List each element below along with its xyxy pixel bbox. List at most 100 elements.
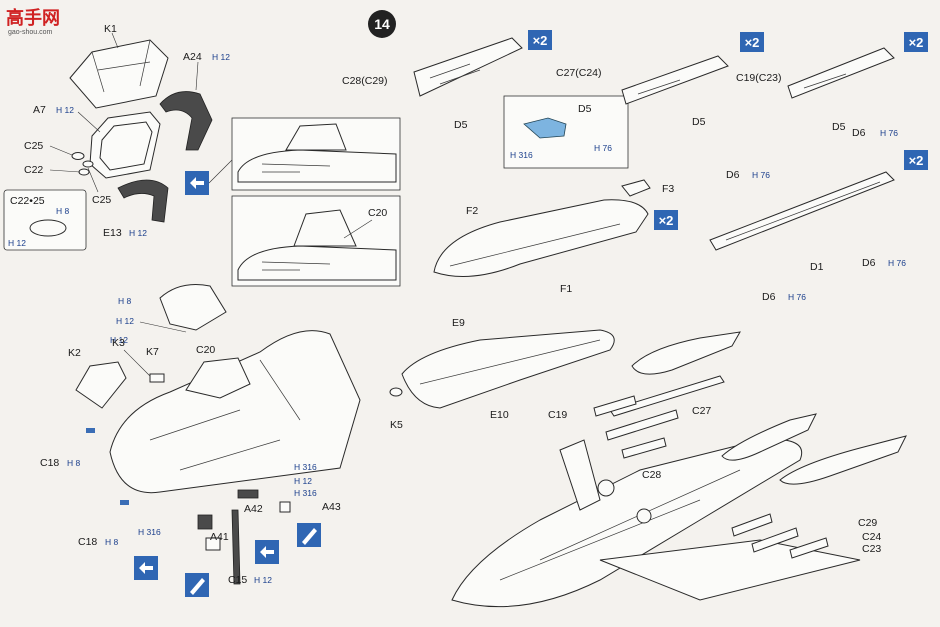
label-c25-top: C25 bbox=[24, 140, 43, 152]
label-c29: C29 bbox=[858, 517, 877, 529]
label-a43: A43 bbox=[322, 501, 341, 513]
aircraft-fuselage bbox=[451, 438, 861, 608]
watermark-title: 高手网 bbox=[6, 7, 60, 28]
label-e10: E10 bbox=[490, 409, 509, 421]
label-f3: F3 bbox=[662, 183, 674, 195]
small-parts-c22-c25: C25 C22 C25 bbox=[24, 140, 111, 206]
label-c27: C27 bbox=[692, 405, 711, 417]
forward-fuselage: H 8 H 12 H 12 C20 bbox=[109, 284, 361, 494]
label-d5-b: D5 bbox=[692, 116, 706, 128]
label-c15: C15 bbox=[228, 574, 247, 586]
label-k1: K1 bbox=[104, 23, 117, 35]
detail-box-c22-25: C22•25 H 8 H 12 bbox=[3, 189, 87, 251]
label-c20-inset: C20 bbox=[368, 207, 387, 219]
label-c27-c24: C27(C24) bbox=[556, 67, 602, 79]
label-d6-a: D6 bbox=[852, 127, 866, 139]
paint-d5-b: H 76 bbox=[594, 143, 612, 153]
label-d5-c: D5 bbox=[832, 121, 846, 133]
label-d5-a: D5 bbox=[454, 119, 468, 131]
label-c25-bottom: C25 bbox=[92, 194, 111, 206]
pylon-c28-c29: C28(C29) ×2 D5 bbox=[342, 30, 552, 131]
label-c24: C24 bbox=[862, 531, 881, 543]
qty-c27: ×2 bbox=[745, 35, 760, 50]
label-e9: E9 bbox=[452, 317, 465, 329]
direction-icon bbox=[255, 540, 279, 564]
paint-c20-a: H 8 bbox=[118, 296, 132, 306]
label-d5-detail: D5 bbox=[578, 103, 592, 115]
label-a7: A7 bbox=[33, 104, 46, 116]
canopy-part-k2: K2 bbox=[68, 347, 127, 409]
label-c23: C23 bbox=[862, 543, 881, 555]
label-e13: E13 bbox=[103, 227, 122, 239]
paint-d5-a: H 316 bbox=[510, 150, 533, 160]
watermark-url: gao-shou.com bbox=[8, 29, 53, 36]
label-d6-c: D6 bbox=[862, 257, 876, 269]
qty-f: ×2 bbox=[659, 213, 674, 228]
glue-icon bbox=[185, 573, 209, 597]
qty-d1: ×2 bbox=[909, 153, 924, 168]
paint-c22-25-b: H 12 bbox=[8, 238, 26, 248]
label-c20: C20 bbox=[196, 344, 215, 356]
qty-c28: ×2 bbox=[533, 33, 548, 48]
label-d6-d: D6 bbox=[762, 291, 776, 303]
launcher-rail-d1: D6 H 76 D6 H 76 D1 D6 H 76 D6 H 76 ×2 bbox=[709, 127, 928, 303]
paint-a43-c: H 316 bbox=[294, 488, 317, 498]
fuel-tank: F2 F3 F1 ×2 bbox=[433, 179, 678, 295]
label-k3: K3 bbox=[112, 337, 125, 349]
paint-d6-c: H 76 bbox=[888, 258, 906, 268]
paint-a41: H 316 bbox=[138, 527, 161, 537]
step-number: 14 bbox=[374, 16, 390, 32]
paint-c22-25-a: H 8 bbox=[56, 206, 70, 216]
glue-icon bbox=[297, 523, 321, 547]
paint-a43-b: H 12 bbox=[294, 476, 312, 486]
paint-a24: H 12 bbox=[212, 52, 230, 62]
frame-part-a7: A7 H 12 bbox=[33, 104, 161, 179]
canopy-part-k1: K1 bbox=[69, 23, 169, 109]
paint-d6-a: H 76 bbox=[880, 128, 898, 138]
part-a24: A24 H 12 bbox=[159, 51, 230, 151]
label-k7: K7 bbox=[146, 346, 159, 358]
pylon-c19-c23: C19(C23) ×2 D5 bbox=[736, 32, 928, 133]
label-a24: A24 bbox=[183, 51, 202, 63]
label-d1: D1 bbox=[810, 261, 824, 273]
direction-icon bbox=[185, 171, 209, 195]
paint-e13: H 12 bbox=[129, 228, 147, 238]
paint-c18-top: H 8 bbox=[67, 458, 81, 468]
paint-c15: H 12 bbox=[254, 575, 272, 585]
label-a42: A42 bbox=[244, 503, 263, 515]
cockpit-detail-box-2: C20 bbox=[231, 195, 401, 287]
stores-missiles bbox=[609, 331, 907, 485]
centerline-tank: E9 E10 K5 bbox=[389, 317, 615, 431]
paint-c20-b: H 12 bbox=[116, 316, 134, 326]
qty-c19: ×2 bbox=[909, 35, 924, 50]
label-k5: K5 bbox=[390, 419, 403, 431]
parts-c18: C18 H 8 C18 H 8 bbox=[40, 428, 129, 548]
label-f2: F2 bbox=[466, 205, 478, 217]
detail-box-d5: D5 H 316 H 76 bbox=[503, 95, 629, 169]
label-c19: C19 bbox=[548, 409, 567, 421]
parts-a41-a43: H 316 A41 A42 A43 H 316 H 12 H 316 C15 H… bbox=[138, 462, 341, 586]
watermark-logo: 高手网 gao-shou.com bbox=[6, 7, 60, 36]
paint-a7: H 12 bbox=[56, 105, 74, 115]
paint-a43-a: H 316 bbox=[294, 462, 317, 472]
direction-icon bbox=[134, 556, 158, 580]
paint-d6-d: H 76 bbox=[788, 292, 806, 302]
cockpit-detail-box-1 bbox=[208, 117, 401, 191]
part-e13: E13 H 12 bbox=[103, 179, 169, 239]
label-c28: C28 bbox=[642, 469, 661, 481]
part-k3-k7: K3 K7 bbox=[112, 337, 165, 383]
step-badge: 14 bbox=[368, 10, 396, 38]
label-c22-25: C22•25 bbox=[10, 195, 45, 207]
label-k2: K2 bbox=[68, 347, 81, 359]
label-c28-c29: C28(C29) bbox=[342, 75, 388, 87]
label-a41: A41 bbox=[210, 531, 229, 543]
label-c19-c23: C19(C23) bbox=[736, 72, 782, 84]
stores-pylons: C19 C27 C28 C29 C24 C23 bbox=[548, 395, 881, 559]
paint-c18-bottom: H 8 bbox=[105, 537, 119, 547]
paint-d6-b: H 76 bbox=[752, 170, 770, 180]
paint-c20-c: H 12 bbox=[110, 335, 128, 345]
label-c18-top: C18 bbox=[40, 457, 59, 469]
label-c22: C22 bbox=[24, 164, 43, 176]
